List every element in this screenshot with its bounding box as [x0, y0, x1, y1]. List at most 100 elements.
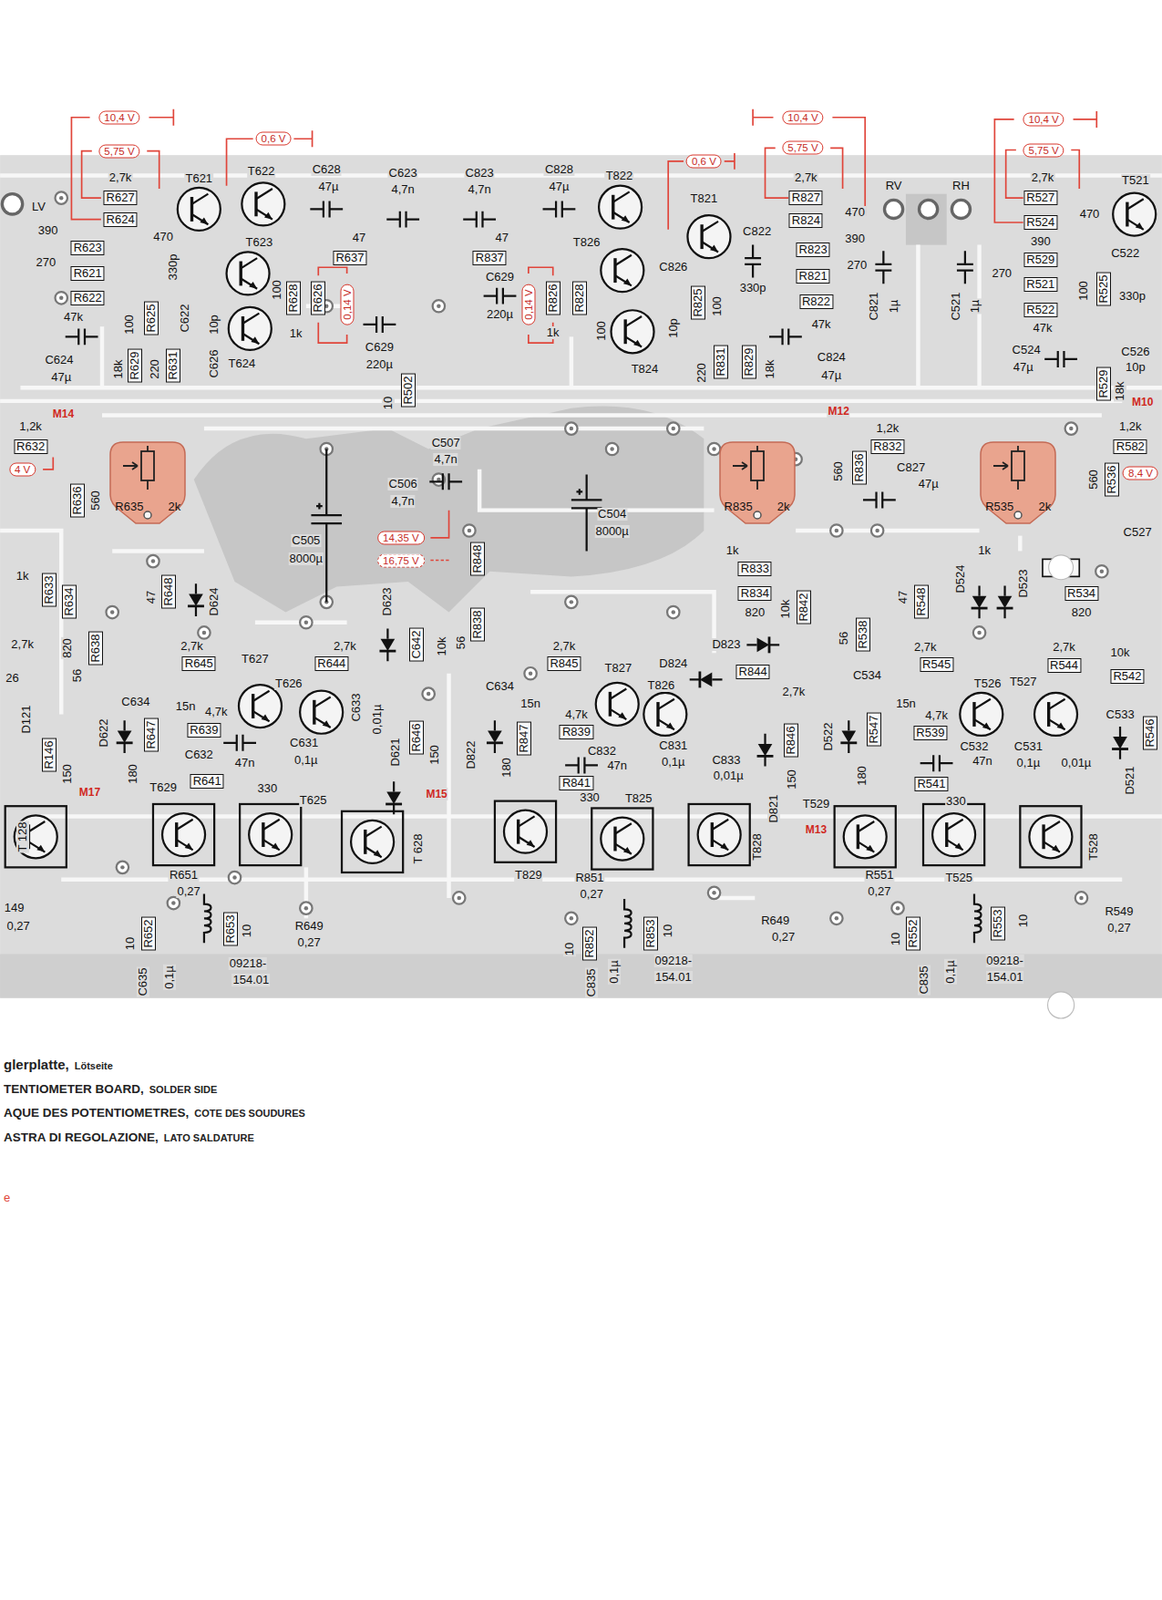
component-label: 2,7k [781, 685, 807, 699]
component-label: 1k [545, 326, 561, 340]
resistor-box: R821 [796, 268, 831, 284]
component-designator: R539 [915, 726, 945, 740]
component-designator: R845 [549, 657, 578, 670]
resistor-box: R645 [182, 656, 216, 671]
component-label: C827 [895, 461, 926, 474]
resistor-box: R631 [165, 348, 181, 382]
component-label: R651 [168, 868, 199, 882]
caption-text: SOLDER SIDE [149, 1083, 218, 1095]
component-designator: R631 [166, 350, 180, 380]
component-label: 10p [667, 318, 680, 340]
resistor-box: R652 [141, 916, 156, 951]
component-designator: R552 [906, 919, 920, 948]
resistor-box: R848 [470, 542, 485, 576]
component-label: 330 [578, 791, 601, 804]
component-label: 1k [288, 327, 304, 340]
component-designator: R641 [193, 774, 222, 788]
component-label: 0,1µ [660, 755, 687, 769]
resistor-box: R826 [545, 280, 561, 315]
component-designator: R841 [562, 776, 591, 790]
component-label: T826 [572, 236, 602, 249]
component-label: T625 [298, 793, 329, 807]
component-label: 150 [785, 768, 799, 791]
component-label: C632 [184, 748, 215, 761]
component-designator: R832 [873, 440, 902, 453]
resistor-box: R834 [738, 586, 772, 601]
component-label: T622 [246, 164, 277, 178]
component-designator: R624 [106, 213, 135, 227]
component-designator: R536 [1105, 465, 1119, 494]
component-label: RH [951, 179, 971, 193]
resistor-box: R529 [1096, 366, 1111, 401]
component-designator: R638 [89, 633, 103, 662]
resistor-box: R634 [61, 585, 77, 619]
test-point-label: M12 [826, 404, 850, 418]
resistor-box: R647 [143, 717, 159, 751]
component-label: 1k [15, 569, 31, 583]
component-label: 47µ [50, 370, 72, 384]
component-designator: R827 [791, 191, 821, 205]
caption-text: Lötseite [74, 1059, 114, 1071]
resistor-box: R146 [41, 738, 57, 772]
test-point-label: M14 [51, 407, 75, 421]
potentiometer: R5352k [976, 438, 1060, 526]
component-designator: R632 [16, 440, 45, 453]
component-label: T 128 [16, 820, 30, 853]
component-label: D822 [464, 740, 478, 771]
component-label: C623 [388, 166, 419, 180]
component-label: C631 [288, 736, 319, 750]
caption-line: TENTIOMETER BOARD,SOLDER SIDE [3, 1081, 217, 1096]
component-designator: R847 [517, 724, 531, 753]
component-label: R551 [863, 868, 895, 882]
component-label: C624 [43, 353, 74, 367]
component-label: T621 [184, 172, 214, 186]
caption-text: LATO SALDATURE [164, 1131, 255, 1143]
component-label: 220µ [485, 308, 515, 321]
component-label: 0,01µ [1060, 756, 1093, 770]
component-label: 270 [990, 267, 1013, 280]
component-designator: R824 [791, 214, 821, 227]
component-label: 2,7k [108, 171, 134, 185]
component-label: 330 [945, 794, 967, 808]
component-label: C634 [484, 679, 515, 693]
voltage-callout: 10,4 V [781, 110, 823, 124]
component-designator: R648 [162, 577, 175, 607]
capacitor-symbols [65, 200, 1078, 773]
resistor-box: R539 [913, 725, 947, 741]
component-designator: R634 [62, 587, 76, 617]
component-designator: R546 [1143, 718, 1157, 747]
resistor-box: R542 [1110, 668, 1144, 684]
component-label: 0,1µ [1016, 756, 1042, 770]
component-designator: R842 [797, 592, 811, 621]
component-designator: R622 [73, 291, 103, 305]
component-label: 220 [695, 361, 709, 384]
component-label: R549 [1103, 904, 1134, 918]
component-label: 47µ [917, 477, 940, 491]
component-designator: R626 [311, 283, 325, 312]
component-designator: R835 [724, 500, 753, 514]
component-label: T626 [274, 677, 304, 690]
resistor-box: R553 [990, 906, 1006, 941]
resistor-box: R625 [143, 301, 159, 336]
component-label: 1k [725, 544, 741, 557]
component-label: C622 [178, 303, 192, 334]
component-label: 09218- [228, 956, 268, 970]
component-label: 1µ [887, 298, 901, 314]
component-label: RV [884, 179, 904, 193]
voltage-callout: 5,75 V [1023, 143, 1065, 157]
component-label: 2,7k [179, 639, 205, 653]
component-label: C532 [958, 740, 989, 753]
resistor-box: R637 [332, 250, 367, 266]
component-label: 100 [270, 278, 284, 301]
component-label: T624 [226, 357, 257, 371]
component-label: 15n [519, 697, 542, 710]
component-label: T525 [944, 871, 974, 885]
component-label: C823 [464, 166, 495, 180]
component-designator: R652 [142, 919, 155, 948]
resistor-box: R638 [88, 630, 103, 665]
component-designator: 2k [1038, 500, 1051, 514]
component-label: 2,7k [552, 639, 577, 653]
component-label: 47µ [1012, 360, 1035, 374]
component-label: C633 [349, 691, 363, 722]
component-label: 180 [855, 764, 869, 787]
